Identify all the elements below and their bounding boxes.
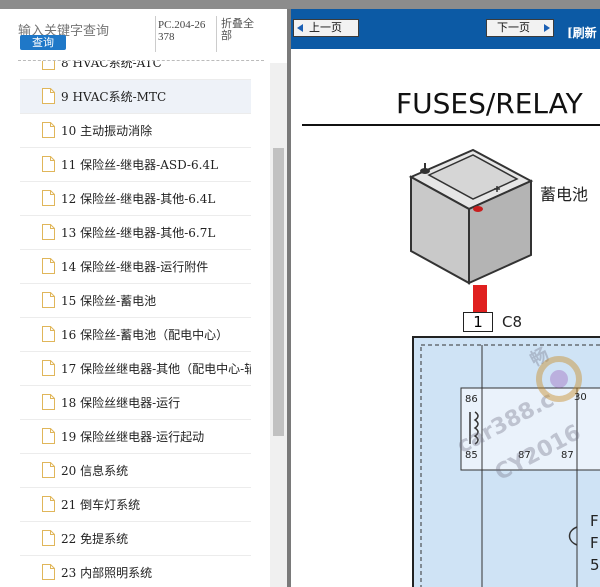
fuse-symbol [568, 526, 578, 546]
document-icon [42, 530, 55, 546]
tree-item[interactable]: 10 主动振动消除 [20, 114, 251, 148]
document-icon [42, 190, 55, 206]
document-icon [42, 394, 55, 410]
battery-label: 蓄电池 [540, 185, 589, 204]
header-separator [155, 16, 156, 52]
tree-item[interactable]: 21 倒车灯系统 [20, 488, 251, 522]
header-separator [216, 16, 217, 52]
tree-item[interactable]: 18 保险丝继电器-运行 [20, 386, 251, 420]
document-icon [42, 88, 55, 104]
tree-item-label: 22 免提系统 [61, 532, 129, 546]
document-icon [42, 292, 55, 308]
tree-item-label: 16 保险丝-蓄电池（配电中心） [61, 328, 229, 342]
document-viewer: 上一页 下一页 [刷新 FUSES/RELAY [291, 9, 600, 587]
side-label: F [590, 534, 599, 552]
connector-label: C8 [502, 313, 523, 331]
document-title: FUSES/RELAY [396, 87, 583, 120]
tree-item[interactable]: 13 保险丝-继电器-其他-6.7L [20, 216, 251, 250]
tree-item-label: 18 保险丝继电器-运行 [61, 396, 181, 410]
tree-item[interactable]: 9 HVAC系统-MTC [20, 80, 251, 114]
pc-code: PC.204-26378 [158, 19, 206, 43]
window-top-bar [0, 0, 600, 9]
refresh-link[interactable]: [刷新 [567, 26, 597, 40]
title-rule [302, 124, 600, 126]
collapse-all-button[interactable]: 折叠全部 [221, 17, 254, 42]
wiring-diagram [408, 148, 600, 587]
tree-item[interactable]: 19 保险丝继电器-运行起动 [20, 420, 251, 454]
tree-item[interactable]: 17 保险丝继电器-其他（配电中心-辅. [20, 352, 251, 386]
toc-scrollbar[interactable] [270, 63, 287, 587]
relay-pin-85: 85 [465, 450, 478, 461]
document-icon [42, 122, 55, 138]
next-page-label: 下一页 [497, 21, 530, 34]
tree-item[interactable]: 22 免提系统 [20, 522, 251, 556]
document-icon [42, 258, 55, 274]
tree-item-label: 9 HVAC系统-MTC [61, 90, 167, 104]
document-icon [42, 156, 55, 172]
tree-item[interactable]: 12 保险丝-继电器-其他-6.4L [20, 182, 251, 216]
side-label: F [590, 512, 599, 530]
tree-item-label: 12 保险丝-继电器-其他-6.4L [61, 192, 216, 206]
tree-item-label: 21 倒车灯系统 [61, 498, 141, 512]
tree-item-label: 19 保险丝继电器-运行起动 [61, 430, 205, 444]
battery-icon [408, 148, 534, 285]
relay-pin-87: 87 [518, 450, 531, 461]
battery-cable [473, 285, 487, 313]
tree-item[interactable]: 23 内部照明系统 [20, 556, 251, 587]
side-label: 5 [590, 556, 600, 574]
document-icon [42, 462, 55, 478]
search-area: 查询 PC.204-26378 折叠全部 [0, 9, 287, 61]
tree-item[interactable]: 14 保险丝-继电器-运行附件 [20, 250, 251, 284]
document-icon [42, 326, 55, 342]
tree-item-label: 23 内部照明系统 [61, 566, 153, 580]
arrow-right-icon [544, 24, 550, 32]
relay-pin-86: 86 [465, 394, 478, 405]
tree-item-label: 13 保险丝-继电器-其他-6.7L [61, 226, 216, 240]
relay-symbol [460, 345, 600, 587]
toc-scrollbar-thumb[interactable] [273, 148, 284, 436]
connector-pin: 1 [463, 312, 493, 332]
tree-item-label: 11 保险丝-继电器-ASD-6.4L [61, 158, 219, 172]
arrow-left-icon [297, 24, 303, 32]
prev-page-label: 上一页 [309, 21, 342, 34]
tree-item-label: 10 主动振动消除 [61, 124, 153, 138]
tree-item[interactable]: 16 保险丝-蓄电池（配电中心） [20, 318, 251, 352]
document-icon [42, 224, 55, 240]
document-icon [42, 496, 55, 512]
relay-pin-30: 30 [574, 392, 587, 403]
panel-splitter[interactable] [287, 9, 291, 587]
tree-item[interactable]: 11 保险丝-继电器-ASD-6.4L [20, 148, 251, 182]
tree-item-label: 14 保险丝-继电器-运行附件 [61, 260, 209, 274]
watermark-logo-icon [536, 356, 582, 402]
tree-item-label: 17 保险丝继电器-其他（配电中心-辅. [61, 362, 251, 376]
dashed-divider [18, 60, 264, 61]
search-button[interactable]: 查询 [20, 35, 66, 50]
next-page-button[interactable]: 下一页 [486, 19, 554, 37]
document-icon [42, 428, 55, 444]
distribution-center-inner [420, 344, 600, 587]
relay-pin-87b: 87 [561, 450, 574, 461]
tree-item[interactable]: 20 信息系统 [20, 454, 251, 488]
document-icon [42, 360, 55, 376]
tree-item-label: 20 信息系统 [61, 464, 129, 478]
tree-item-label: 15 保险丝-蓄电池 [61, 294, 157, 308]
tree-item[interactable]: 15 保险丝-蓄电池 [20, 284, 251, 318]
document-icon [42, 564, 55, 580]
prev-page-button[interactable]: 上一页 [293, 19, 359, 37]
viewer-toolbar: 上一页 下一页 [刷新 [291, 9, 600, 49]
